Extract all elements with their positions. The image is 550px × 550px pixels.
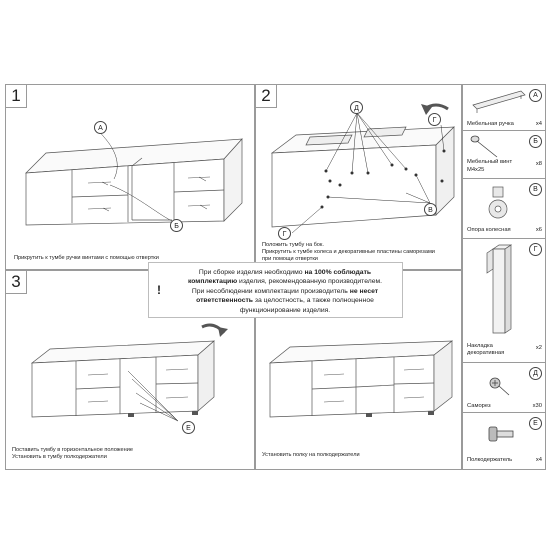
self-tapping-screw-icon [489,377,510,396]
step-4-drawing [268,340,454,418]
part-a-letter: А [529,89,542,102]
part-g-row: Г Накладка декоративная x2 [463,239,545,363]
step-3-panel: 3 Е Поставить тумбу в горизонтальное пол… [5,270,255,470]
part-v-label: В [424,203,437,216]
part-v-name: Опора колесная [467,227,511,233]
part-d-letter: Д [529,367,542,380]
notice-line3-bold: не несет [349,287,379,295]
shelf-support-icon [488,426,514,442]
part-e-qty: x4 [535,457,542,463]
notice-line5: функционирование изделия. [239,306,331,314]
caster-icon [488,186,508,219]
decor-plate-icon [486,244,513,334]
step-4-caption: Установить полку на полкодержатели [262,452,360,458]
step-2-drawing [270,103,455,234]
part-e-row: Е Полкодержатель x4 [463,413,545,469]
part-e-name: Полкодержатель [467,457,513,463]
part-b-letter: Б [529,135,542,148]
part-e-label: Е [182,421,195,434]
part-a-label: А [94,121,107,134]
part-g-label-bottom: Г [278,227,291,240]
part-d-row: Д Саморез x30 [463,363,545,413]
step-2-caption-line2: Прикрутить к тумбе колеса и декоративные… [262,249,435,255]
part-a-name: Мебельная ручка [467,121,514,127]
part-v-qty: x6 [535,227,542,233]
notice-line2-post: изделия, рекомендованную производителем. [237,278,383,286]
part-b-name-line1: Мебельный винт [467,159,513,165]
notice-line1-pre: При сборке изделия необходимо [198,269,305,276]
screw-icon [470,135,498,158]
step-1-panel: 1 А Б Прикрутить к т [5,84,255,270]
step-1-drawing [25,129,243,226]
handle-icon [472,90,526,113]
step-3-drawing [30,323,228,422]
part-a-row: А Мебельная ручка x4 [463,85,545,131]
step-3-caption-line1: Поставить тумбу в горизонтальное положен… [12,447,133,453]
parts-list: А Мебельная ручка x4 Б Мебельный винт М4… [462,84,546,470]
step-2-number: 2 [256,85,277,108]
step-1-number: 1 [6,85,27,108]
part-b-name-line2: М4х25 [467,167,485,173]
part-g-qty: x2 [535,345,542,351]
notice-line3-pre: При несоблюдении комплектации производит… [191,287,350,295]
step-2-panel: 2 Д Г В Г Положить тумбу на бок. [255,84,462,270]
part-v-letter: В [529,183,542,196]
part-g-name-line2: декоративная [467,350,505,356]
part-e-letter: Е [529,417,542,430]
assembly-notice: ! При сборке изделия необходимо на 100% … [148,262,403,318]
part-b-label: Б [170,219,183,232]
step-3-caption-line2: Установить в тумбу полкодержатели [12,454,107,460]
notice-line1-bold: на 100% соблюдать [304,269,372,276]
part-b-row: Б Мебельный винт М4х25 x8 [463,131,545,179]
notice-line2-bold: комплектацию [187,278,238,286]
part-d-qty: x30 [532,403,542,409]
part-d-name: Саморез [467,403,491,409]
step-2-caption-line1: Положить тумбу на бок. [262,242,324,248]
notice-line4-bold: ответственность [196,297,253,305]
part-g-label-top: Г [428,113,441,126]
step-3-number: 3 [6,271,27,294]
step-2-caption-line3: при помощи отвертки [262,256,318,262]
notice-line4-post: за целостность, а также полноценное [252,297,374,305]
step-1-caption: Прикрутить к тумбе ручки винтами с помощ… [14,255,159,261]
part-d-label: Д [350,101,363,114]
part-b-qty: x8 [535,161,542,167]
notice-text: При сборке изделия необходимо на 100% со… [171,268,399,315]
part-a-qty: x4 [535,121,542,127]
part-g-letter: Г [529,243,542,256]
part-g-name-line1: Накладка [467,343,493,349]
part-v-row: В Опора колесная x6 [463,179,545,239]
warning-icon: ! [157,283,161,297]
